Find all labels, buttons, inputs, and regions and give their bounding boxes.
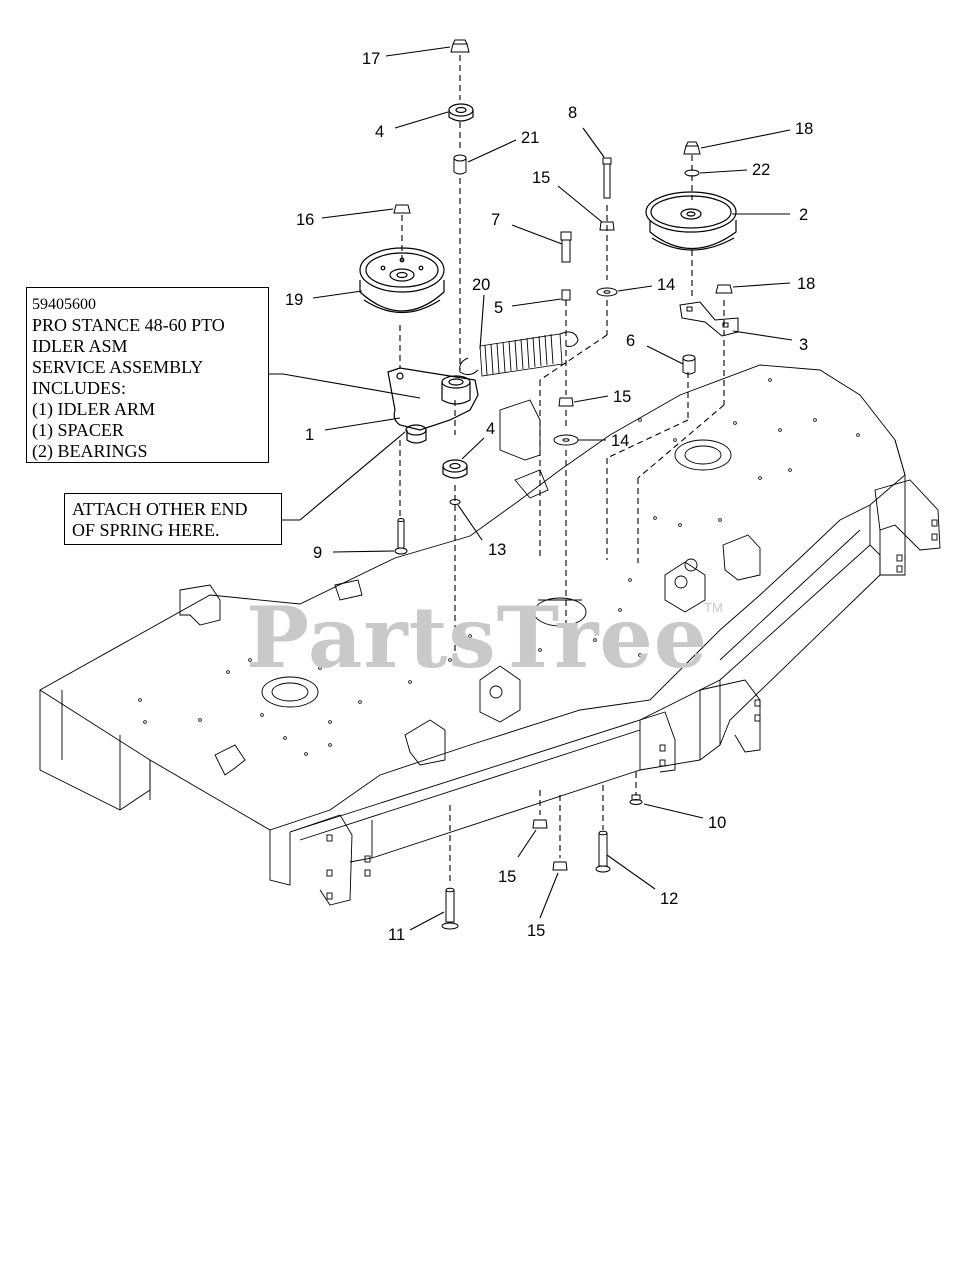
callout-numbers: 17 4 21 8 18 22 15 2 16 7 19 20 14 18 5 … bbox=[285, 50, 815, 944]
callout-15-d: 15 bbox=[527, 922, 545, 940]
part-13-washer bbox=[449, 499, 461, 505]
note-line: SERVICE ASSEMBLY bbox=[32, 357, 204, 377]
callout-14: 14 bbox=[657, 276, 675, 294]
part-8-bolt bbox=[602, 157, 612, 199]
callout-17: 17 bbox=[362, 50, 380, 68]
callout-16: 16 bbox=[296, 211, 314, 229]
callout-14-b: 14 bbox=[611, 432, 629, 450]
note-line: (2) BEARINGS bbox=[32, 441, 148, 461]
idler-assembly-note: 59405600 PRO STANCE 48-60 PTO IDLER ASM … bbox=[26, 287, 269, 463]
part-15-nut-b bbox=[558, 397, 574, 407]
callout-12: 12 bbox=[660, 890, 678, 908]
part-2-pulley bbox=[645, 191, 737, 251]
callout-19: 19 bbox=[285, 291, 303, 309]
part-4-bearing-top bbox=[448, 103, 474, 122]
callout-22: 22 bbox=[752, 161, 770, 179]
callout-15-c: 15 bbox=[498, 868, 516, 886]
part-1-idler-arm bbox=[387, 367, 479, 444]
callout-9: 9 bbox=[313, 544, 322, 562]
part-15-nut-d bbox=[552, 861, 568, 871]
part-18-nut-b bbox=[715, 284, 733, 294]
part-4-bearing-bottom bbox=[442, 459, 468, 479]
mower-deck bbox=[39, 364, 941, 906]
part-19-pulley bbox=[359, 247, 445, 314]
callout-21: 21 bbox=[521, 129, 539, 147]
callout-11: 11 bbox=[388, 926, 405, 944]
note-line: PRO STANCE 48-60 PTO bbox=[32, 315, 225, 335]
callout-4-b: 4 bbox=[486, 420, 495, 438]
part-20-spring bbox=[459, 331, 579, 377]
part-10-bolt bbox=[629, 794, 643, 805]
watermark-logo: PartsTree bbox=[246, 588, 709, 687]
assembly-lines bbox=[399, 55, 725, 885]
part-15-nut-c bbox=[532, 819, 548, 829]
callout-20: 20 bbox=[472, 276, 490, 294]
part-3-bracket bbox=[679, 301, 739, 337]
callout-10: 10 bbox=[708, 814, 726, 832]
part-12-bolt bbox=[595, 830, 611, 873]
part-17-nut bbox=[450, 39, 470, 53]
note-line-part-number: 59405600 bbox=[32, 296, 96, 313]
part-16-nut bbox=[393, 204, 411, 214]
callout-3: 3 bbox=[799, 336, 808, 354]
part-7-bolt bbox=[560, 231, 572, 263]
leader-lines bbox=[269, 46, 793, 931]
callout-1: 1 bbox=[305, 426, 314, 444]
part-21-spacer bbox=[453, 154, 467, 175]
part-18-nut-a bbox=[683, 141, 701, 155]
part-22-washer bbox=[684, 169, 700, 177]
callout-7: 7 bbox=[491, 211, 500, 229]
callout-18-b: 18 bbox=[797, 275, 815, 293]
callout-5: 5 bbox=[494, 299, 503, 317]
note-line: (1) SPACER bbox=[32, 420, 124, 440]
note-line: IDLER ASM bbox=[32, 336, 128, 356]
part-9-pin bbox=[394, 518, 408, 555]
note-line: OF SPRING HERE. bbox=[72, 520, 220, 540]
callout-4: 4 bbox=[375, 123, 384, 141]
callout-15-b: 15 bbox=[613, 388, 631, 406]
part-15-nut-a bbox=[599, 221, 615, 231]
watermark-trademark: TM bbox=[704, 600, 723, 615]
part-11-bolt bbox=[441, 887, 459, 930]
note-line: ATTACH OTHER END bbox=[72, 499, 248, 519]
callout-13: 13 bbox=[488, 541, 506, 559]
part-6-spacer bbox=[682, 354, 696, 375]
part-14-washer-a bbox=[596, 287, 618, 297]
callout-2: 2 bbox=[799, 206, 808, 224]
callout-18: 18 bbox=[795, 120, 813, 138]
note-line: (1) IDLER ARM bbox=[32, 399, 155, 419]
spring-attach-note: ATTACH OTHER END OF SPRING HERE. bbox=[64, 493, 282, 545]
note-line: INCLUDES: bbox=[32, 378, 126, 398]
part-5-spacer bbox=[561, 289, 571, 301]
part-14-washer-b bbox=[553, 434, 579, 446]
callout-8: 8 bbox=[568, 104, 577, 122]
callout-15: 15 bbox=[532, 169, 550, 187]
callout-6: 6 bbox=[626, 332, 635, 350]
